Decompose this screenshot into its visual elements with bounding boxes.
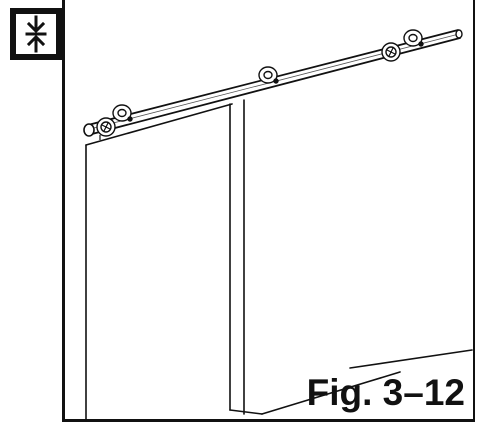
- compress-arrows-icon: [10, 8, 62, 60]
- sliding-rail: [83, 29, 463, 137]
- roller-right: [381, 42, 401, 62]
- wall-bracket-right: [403, 29, 424, 47]
- figure-caption: Fig. 3–12: [306, 372, 465, 413]
- figure-frame: [62, 0, 475, 422]
- floor-line: [261, 371, 401, 415]
- wall-bracket-left: [112, 104, 133, 122]
- door-top-edge: [85, 103, 233, 146]
- roller-left: [96, 117, 116, 137]
- wall-bracket-middle: [258, 66, 279, 84]
- compress-badge: [10, 8, 62, 60]
